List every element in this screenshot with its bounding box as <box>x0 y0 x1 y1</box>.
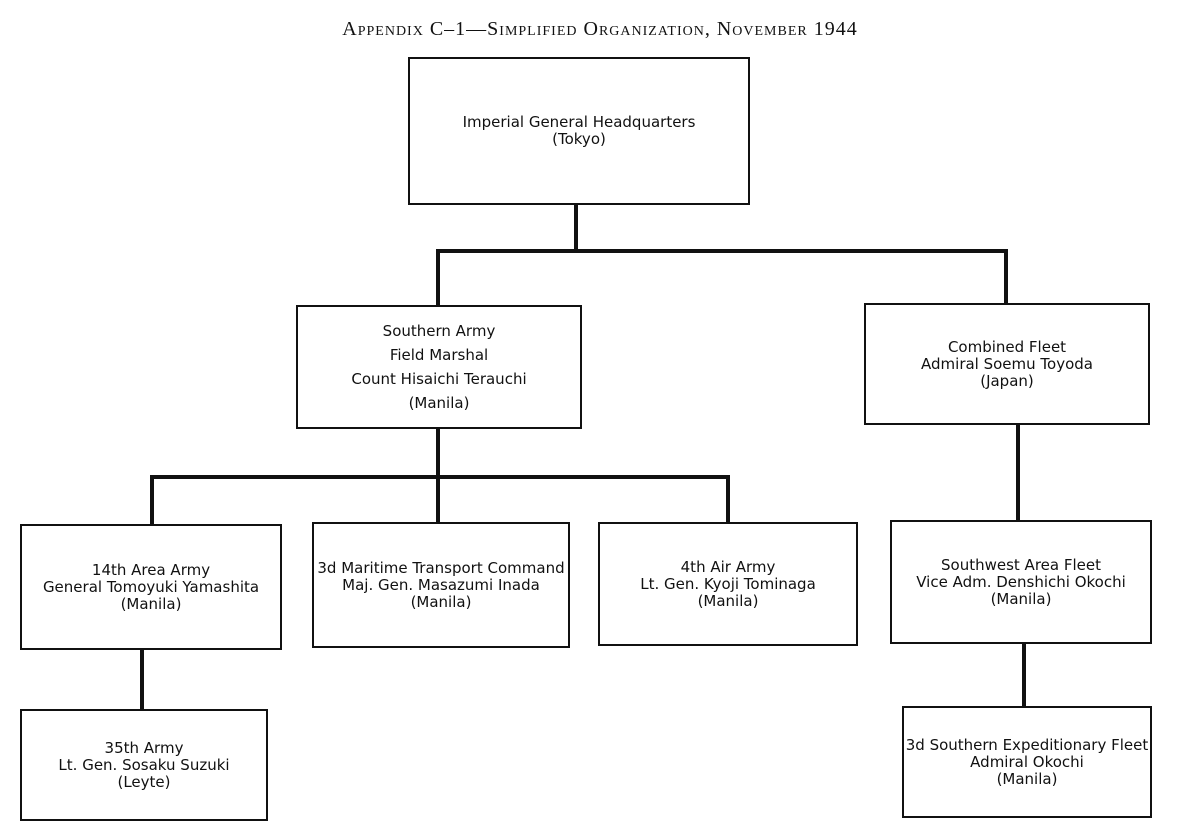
node-text-line: 4th Air Army <box>680 557 776 576</box>
node-text-line: Maj. Gen. Masazumi Inada <box>342 575 540 594</box>
node-text-line: Count Hisaichi Terauchi <box>351 370 527 388</box>
node-text-line: Lt. Gen. Kyoji Tominaga <box>640 574 816 593</box>
connector-southern-army-down <box>436 428 440 478</box>
node-text-line: Admiral Okochi <box>970 752 1084 771</box>
node-text-line: Field Marshal <box>389 346 489 364</box>
node-text-line: 3d Southern Expeditionary Fleet <box>905 735 1149 754</box>
connector-southwest-to-3d-southern <box>1022 643 1026 707</box>
node-text-line: Southern Army <box>382 322 496 340</box>
node-text-line: Vice Adm. Denshichi Okochi <box>916 572 1126 591</box>
node-text-line: Southwest Area Fleet <box>941 555 1101 574</box>
node-text-line: 14th Area Army <box>91 560 211 579</box>
connector-14th-to-35th <box>140 649 144 711</box>
node-text-line: Admiral Soemu Toyoda <box>921 354 1093 373</box>
node-text-line: (Manila) <box>408 394 470 412</box>
node-text-line: (Manila) <box>996 769 1058 788</box>
node-text-line: (Manila) <box>410 592 472 611</box>
node-text-line: (Tokyo) <box>552 130 606 148</box>
node-text-line: 35th Army <box>104 738 184 757</box>
connector-to-combined-fleet <box>1004 249 1008 305</box>
node-text-line: Imperial General Headquarters <box>462 113 696 131</box>
node-text-line: (Manila) <box>120 594 182 613</box>
connector-combined-to-southwest <box>1016 424 1020 522</box>
connector-mid-bar <box>150 475 730 479</box>
node-text-line: General Tomoyuki Yamashita <box>42 577 260 596</box>
page-title: Appendix C–1—Simplified Organization, No… <box>342 18 858 40</box>
connector-to-14th-area-army <box>150 475 154 525</box>
connector-ighq-down <box>574 203 578 251</box>
connector-to-4th-air-army <box>726 475 730 525</box>
node-text-line: (Manila) <box>697 591 759 610</box>
node-text-line: Lt. Gen. Sosaku Suzuki <box>58 755 230 774</box>
connector-top-bar <box>436 249 1008 253</box>
node-text-line: Combined Fleet <box>947 337 1067 356</box>
node-imperial-general-headquarters: Imperial General Headquarters(Tokyo) <box>408 57 750 205</box>
node-text-line: (Leyte) <box>117 772 171 791</box>
connector-to-southern-army <box>436 249 440 305</box>
node-text-line: (Manila) <box>990 589 1052 608</box>
node-text-line: (Japan) <box>980 371 1034 390</box>
node-text-line: 3d Maritime Transport Command <box>317 558 565 577</box>
connector-to-3d-maritime <box>436 475 440 525</box>
